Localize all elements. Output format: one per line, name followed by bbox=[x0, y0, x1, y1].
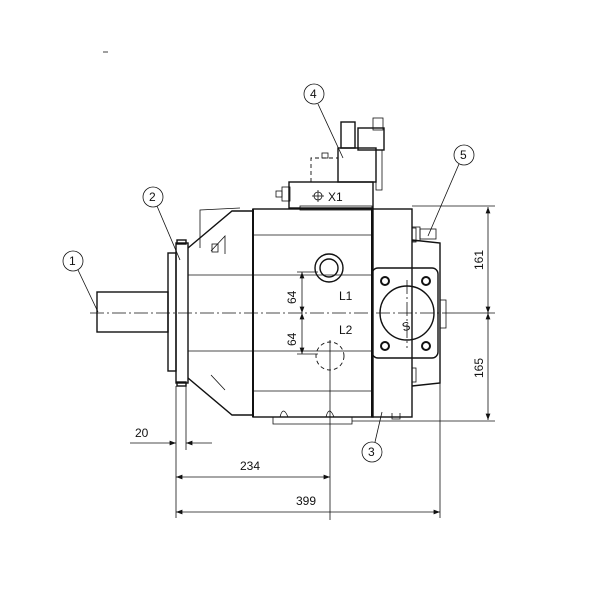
fitting bbox=[411, 226, 437, 242]
dim-399: 399 bbox=[296, 494, 316, 508]
control-valve bbox=[275, 117, 385, 211]
drive-shaft bbox=[96, 291, 169, 333]
dim-161: 161 bbox=[472, 250, 486, 270]
callout-4: 4 bbox=[303, 83, 344, 159]
svg-text:4: 4 bbox=[310, 87, 317, 101]
mounting-flange bbox=[167, 239, 189, 387]
svg-text:3: 3 bbox=[368, 445, 375, 459]
port-l1-label: L1 bbox=[339, 289, 353, 303]
port-l2-label: L2 bbox=[339, 323, 353, 337]
dim-20: 20 bbox=[135, 426, 149, 440]
dim-165: 165 bbox=[472, 358, 486, 378]
dimension-length bbox=[130, 383, 441, 518]
dimension-64 bbox=[297, 271, 318, 355]
port-x1-label: X1 bbox=[328, 190, 343, 204]
dim-64-lower: 64 bbox=[285, 332, 299, 346]
rear-cover bbox=[371, 208, 447, 420]
svg-text:5: 5 bbox=[460, 148, 467, 162]
port-l1 bbox=[314, 253, 344, 283]
dimension-height bbox=[352, 205, 495, 422]
callout-2: 2 bbox=[142, 186, 181, 261]
dim-64-upper: 64 bbox=[285, 290, 299, 304]
svg-text:2: 2 bbox=[149, 190, 156, 204]
front-housing bbox=[187, 207, 253, 416]
callout-5: 5 bbox=[427, 144, 475, 237]
svg-text:1: 1 bbox=[69, 254, 76, 268]
main-housing bbox=[252, 208, 374, 425]
callout-3: 3 bbox=[361, 411, 383, 463]
callout-1: 1 bbox=[62, 250, 99, 313]
dim-234: 234 bbox=[240, 459, 260, 473]
port-s-label: S bbox=[400, 319, 411, 335]
